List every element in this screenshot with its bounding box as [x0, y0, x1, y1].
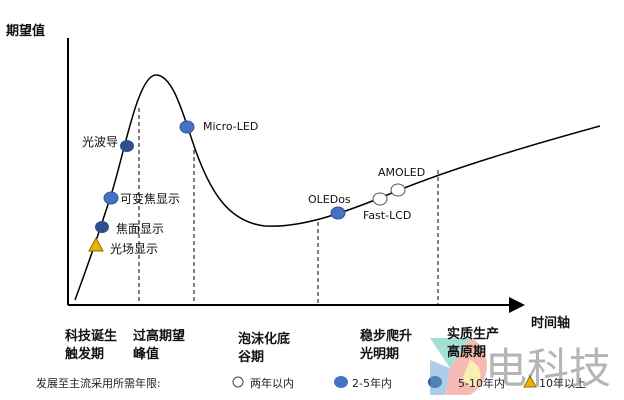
legend-circle-icon — [334, 376, 348, 388]
phase-trough: 泡沫化底谷期 — [238, 332, 291, 365]
legend-label: 5-10年内 — [458, 377, 505, 390]
marker-open-circle — [372, 192, 388, 206]
tech-label: 光波导 — [82, 135, 119, 149]
tech-label: Micro-LED — [203, 120, 259, 133]
tech-label: 光场显示 — [110, 242, 159, 256]
legend-label: 两年以内 — [250, 377, 294, 390]
y-axis-label: 期望值 — [6, 24, 46, 39]
legend-open-circle-icon — [232, 376, 244, 388]
marker-circle — [330, 206, 346, 220]
marker-dark-circle — [95, 221, 109, 233]
x-axis-label: 时间轴 — [531, 316, 571, 331]
marker-open-circle — [390, 183, 406, 197]
phase-dividers — [138, 108, 439, 305]
legend-label: 2-5年内 — [352, 377, 392, 390]
legend-triangle-icon — [523, 374, 537, 388]
legend-title: 发展至主流采用所需年限: — [36, 377, 161, 390]
tech-label: 可变焦显示 — [120, 192, 181, 206]
phase-peak: 过高期望峰值 — [133, 329, 186, 362]
marker-dark-circle — [120, 140, 134, 152]
tech-label: 焦面显示 — [116, 222, 165, 236]
watermark-logo — [430, 338, 487, 395]
tech-label: OLEDos — [308, 193, 351, 206]
marker-triangle — [88, 236, 104, 252]
phase-trigger: 科技诞生触发期 — [65, 329, 118, 362]
tech-label: AMOLED — [378, 166, 426, 179]
legend-label: 10年以上 — [539, 377, 586, 390]
marker-circle — [103, 191, 119, 205]
hype-curve — [74, 74, 601, 301]
phase-plateau: 实质生产高原期 — [447, 327, 500, 360]
marker-circle — [179, 120, 195, 134]
phase-slope: 稳步爬升光明期 — [360, 329, 413, 362]
tech-label: Fast-LCD — [363, 209, 412, 222]
watermark-text: 电科技 — [485, 344, 612, 393]
